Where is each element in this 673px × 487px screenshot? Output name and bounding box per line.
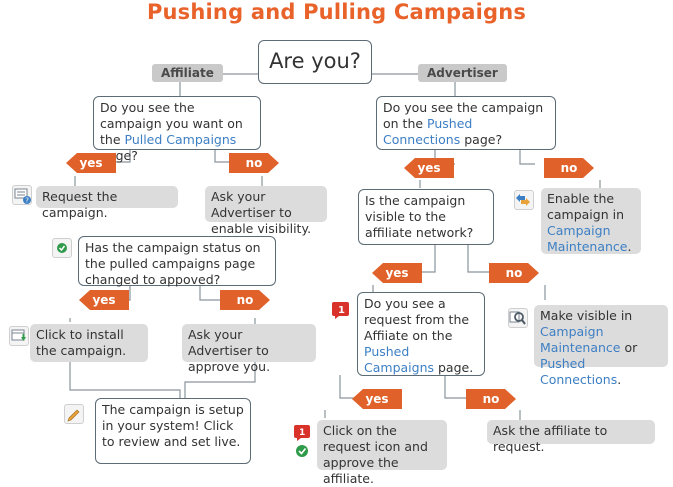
search-magnifier-icon-glyph <box>509 311 526 325</box>
search-magnifier-icon[interactable] <box>508 308 528 328</box>
arrow-label: no <box>482 392 500 406</box>
enable-text: Enable the campaign in <box>547 191 625 222</box>
svg-text:?: ? <box>25 197 29 205</box>
arrow-label: no <box>236 293 254 307</box>
no-arrow-right-1: no <box>229 153 279 173</box>
arrow-label: yes <box>385 266 409 280</box>
advertiser-question-request: Do you see a request from the Affiiate o… <box>357 292 485 376</box>
arrow-label: yes <box>79 156 103 170</box>
arrow-label: no <box>245 156 263 170</box>
diagram-title: Pushing and Pulling Campaigns <box>146 0 527 24</box>
svg-text:1: 1 <box>299 428 305 438</box>
advertiser-question-visible: Is the campaign visible to the affiliate… <box>358 189 494 245</box>
arrow-shape <box>489 263 539 283</box>
question-text: Do you see the campaign on the <box>383 100 544 131</box>
arrow-shape <box>544 158 594 178</box>
pulled-campaigns-link[interactable]: Pulled Campaigns <box>124 132 237 147</box>
flag-check-icon[interactable]: 1 <box>293 424 313 460</box>
no-arrow-right-5: no <box>466 389 516 409</box>
campaign-setup-box: The campaign is setup in your system! Cl… <box>95 398 251 464</box>
arrow-label: no <box>505 266 523 280</box>
enable-text-end: . <box>627 239 632 254</box>
ask-affiliate-box: Ask the affiliate to request. <box>487 420 655 454</box>
arrow-shape <box>66 153 116 173</box>
install-campaign-icon-glyph <box>11 329 26 341</box>
arrows-key-icon-glyph <box>516 194 530 206</box>
no-arrow-right-4: no <box>489 263 539 283</box>
pushed-connections-link[interactable]: Pushed Connections <box>383 116 473 147</box>
arrow-shape <box>79 290 129 310</box>
make-visible-or: or <box>620 340 638 355</box>
arrows-key-icon[interactable] <box>514 190 534 210</box>
request-campaign-box: Request the campaign. <box>36 186 178 220</box>
yes-arrow-left-5: yes <box>352 389 402 409</box>
yes-arrow-left-2: yes <box>79 290 129 310</box>
ask-advertiser-approve-box: Ask your Advertiser to approve you. <box>182 324 316 374</box>
question-text-end: page. <box>434 360 474 375</box>
yes-arrow-left-4: yes <box>372 263 422 283</box>
make-visible-text: Make visible in <box>540 308 633 323</box>
enable-campaign-box: Enable the campaign in Campaign Maintena… <box>541 188 641 254</box>
svg-text:1: 1 <box>338 305 345 316</box>
request-campaign-icon-glyph: ? <box>14 188 31 205</box>
edit-pencil-icon-glyph <box>67 409 80 422</box>
advertiser-tag: Advertiser <box>418 64 507 82</box>
arrow-label: yes <box>92 293 116 307</box>
pushed-connections-link-2[interactable]: Pushed Connections <box>540 356 618 387</box>
no-arrow-right-3: no <box>544 158 594 178</box>
arrow-label: no <box>560 161 578 175</box>
campaign-maintenance-link-2[interactable]: Campaign Maintenance <box>540 324 621 355</box>
make-visible-box: Make visible in Campaign Maintenance or … <box>534 305 668 387</box>
flag-check-icon-glyph: 1 <box>294 425 310 457</box>
campaign-maintenance-link[interactable]: Campaign Maintenance <box>547 223 628 254</box>
no-arrow-right-2: no <box>220 290 270 310</box>
affiliate-question-status: Has the campaign status on the pulled ca… <box>78 236 276 287</box>
arrow-label: yes <box>417 161 441 175</box>
approve-affiliate-box: Click on the request icon and approve th… <box>317 420 447 486</box>
advertiser-question-pushed: Do you see the campaign on the Pushed Co… <box>376 96 556 150</box>
question-text: Do you see a request from the Affiiate o… <box>364 296 470 343</box>
arrow-shape <box>220 290 270 310</box>
root-question-text: Are you? <box>269 49 361 73</box>
install-campaign-icon[interactable] <box>9 326 29 346</box>
arrow-label: yes <box>365 392 389 406</box>
arrow-shape <box>352 389 402 409</box>
pushed-campaigns-link[interactable]: Pushed Campaigns <box>364 344 435 375</box>
root-question-box: Are you? <box>258 40 372 84</box>
arrow-shape <box>229 153 279 173</box>
arrow-shape <box>372 263 422 283</box>
edit-pencil-icon[interactable] <box>64 404 84 424</box>
arrow-shape <box>466 389 516 409</box>
request-campaign-icon[interactable]: ? <box>12 185 32 205</box>
question-text: Do you see the campaign you want on the <box>100 100 243 147</box>
flag-notification-icon[interactable]: 1 <box>331 300 351 320</box>
check-status-icon <box>52 238 72 258</box>
yes-arrow-left-1: yes <box>66 153 116 173</box>
affiliate-tag: Affiliate <box>152 64 223 82</box>
check-status-icon-glyph <box>57 243 67 253</box>
arrow-shape <box>404 158 454 178</box>
ask-advertiser-visibility-box: Ask your Advertiser to enable visibility… <box>205 186 327 236</box>
install-campaign-box: Click to install the campaign. <box>30 324 148 362</box>
make-visible-end: . <box>617 372 622 387</box>
yes-arrow-left-3: yes <box>404 158 454 178</box>
question-text-end: page? <box>460 132 503 147</box>
flag-notification-icon-glyph: 1 <box>332 302 349 319</box>
affiliate-question-pulled: Do you see the campaign you want on the … <box>93 96 261 163</box>
